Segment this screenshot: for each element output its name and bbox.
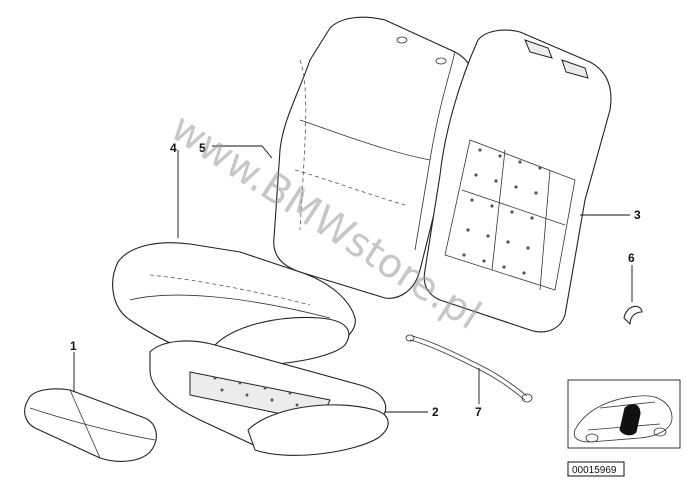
part-5-backrest-cover[interactable] xyxy=(273,16,475,299)
leader-lines xyxy=(73,145,633,413)
callout-2: 2 xyxy=(432,405,439,419)
heating-dots xyxy=(462,148,542,275)
callout-7: 7 xyxy=(475,405,482,419)
callout-4: 4 xyxy=(170,141,177,155)
part-1-thigh-cushion[interactable] xyxy=(24,388,157,462)
seat-highlight-icon xyxy=(619,404,641,436)
callout-5: 5 xyxy=(199,141,206,155)
diagram-code-box: 00015969 xyxy=(567,461,625,477)
part-2-seat-base[interactable] xyxy=(149,340,389,456)
callout-3: 3 xyxy=(634,208,641,222)
callout-6: 6 xyxy=(628,251,635,265)
callout-1: 1 xyxy=(70,339,77,353)
inset-car-location xyxy=(567,379,681,449)
base-dots xyxy=(213,376,299,407)
part-3-backrest-frame[interactable] xyxy=(423,29,612,333)
part-7-wire[interactable] xyxy=(405,334,533,403)
part-6-clip[interactable] xyxy=(623,305,643,325)
diagram-code: 00015969 xyxy=(572,465,617,476)
part-4-seat-cover[interactable] xyxy=(112,242,356,366)
